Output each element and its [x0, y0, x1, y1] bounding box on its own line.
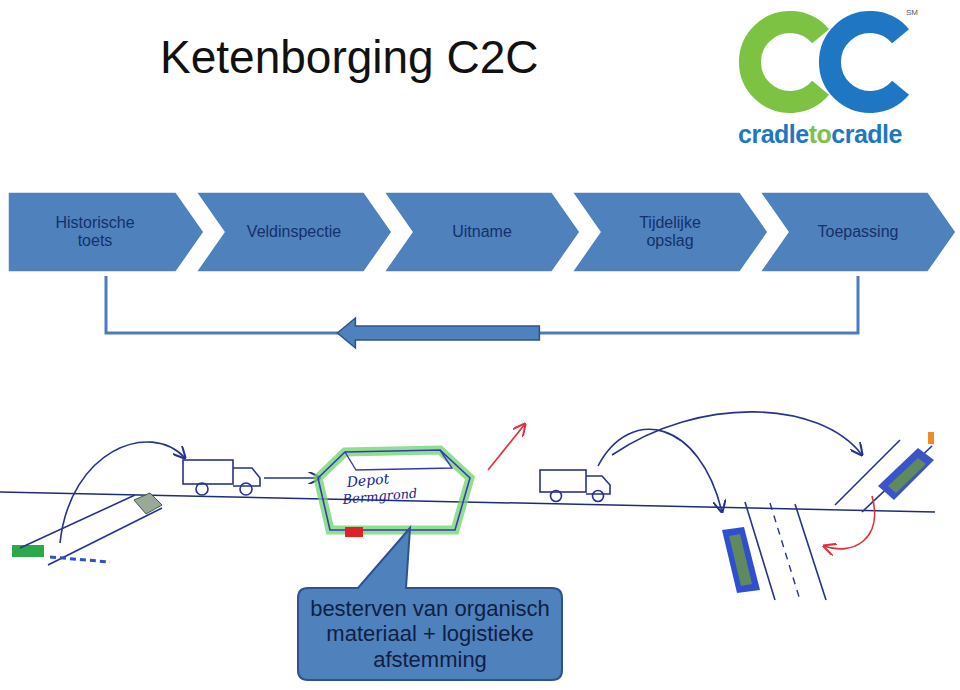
road-marking [770, 503, 800, 600]
step-label: Tijdelijke opslag [625, 214, 715, 251]
chevron-shape [8, 192, 204, 272]
step-label: Uitname [452, 223, 512, 241]
transport-arc [612, 412, 862, 455]
return-arrow [824, 496, 875, 549]
feedback-connector [106, 276, 858, 348]
connector-line [106, 276, 858, 333]
sketch-note: Depot [346, 470, 390, 490]
step-label: Historische toets [45, 214, 145, 251]
depot-ridge [345, 450, 452, 470]
logo-text: to [809, 120, 832, 149]
road-marking [50, 557, 110, 562]
verge-hatch [134, 493, 162, 514]
process-chevron: Tijdelijke opslag [572, 192, 768, 272]
chevron-shape [384, 192, 580, 272]
flow-arrow [264, 477, 320, 479]
callout-bubble: besterven van organisch materiaal + logi… [298, 588, 562, 680]
logo-wordmark: cradletocradle [738, 120, 902, 149]
transport-arc [598, 429, 722, 512]
logo-ring [830, 22, 901, 102]
process-chevron: Uitname [384, 192, 580, 272]
process-chevron: Toepassing [760, 192, 956, 272]
chevron-shape [572, 192, 768, 272]
diagram-title: Ketenborging C2C [160, 30, 538, 84]
depot-marker [345, 527, 363, 537]
chevron-shape [760, 192, 956, 272]
step-label: Veldinspectie [247, 223, 341, 241]
logo-text: cradle [831, 120, 902, 149]
callout-text: besterven van organisch materiaal + logi… [310, 596, 550, 672]
verge-fill [878, 448, 934, 500]
verge-fill [888, 458, 926, 493]
process-chevron: Historische toets [8, 192, 204, 272]
road-edge [20, 495, 135, 548]
chevron-shape [196, 192, 392, 272]
road-edge [795, 504, 826, 600]
logo-text: cradle [738, 120, 809, 149]
truck-sketch [183, 460, 260, 495]
logo-ring [750, 22, 821, 102]
callout-shape [298, 528, 562, 680]
transport-arc [60, 442, 185, 543]
truck-sketch [540, 470, 610, 502]
depot-pile [318, 450, 470, 530]
verge-fill [722, 527, 760, 593]
removal-arrow [488, 424, 525, 470]
direction-arrow [337, 318, 539, 348]
verge-fill [729, 534, 752, 586]
step-label: Toepassing [818, 223, 899, 241]
process-chevron: Veldinspectie [196, 192, 392, 272]
service-mark: SM [906, 8, 918, 17]
depot-glow [318, 450, 470, 530]
edge-mark [928, 432, 934, 444]
grass-patch [12, 545, 44, 557]
